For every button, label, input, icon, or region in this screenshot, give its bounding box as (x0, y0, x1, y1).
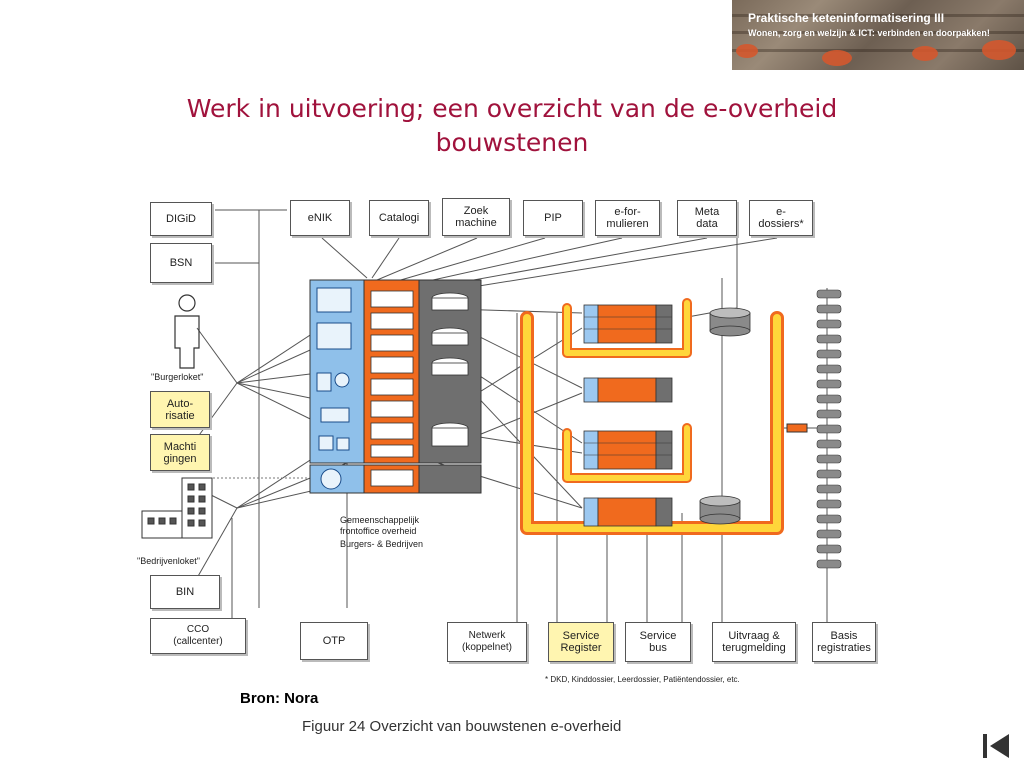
figure-caption: Figuur 24 Overzicht van bouwstenen e-ove… (302, 718, 622, 735)
box-cco: CCO (callcenter) (150, 618, 246, 654)
label-frontoffice-sub: Burgers- & Bedrijven (340, 539, 424, 549)
box-pip: PIP (523, 200, 583, 236)
citizen-icon (174, 294, 200, 369)
box-service-bus: Service bus (625, 622, 691, 662)
source-label: Bron: Nora (240, 690, 319, 707)
box-zoekmachine: Zoek machine (442, 198, 510, 236)
box-netwerk: Netwerk (koppelnet) (447, 622, 527, 662)
box-machtigingen: Machti gingen (150, 434, 210, 471)
label-burgerloket: "Burgerloket" (151, 372, 204, 382)
box-uitvraag: Uitvraag & terugmelding (712, 622, 796, 662)
box-metadata: Meta data (677, 200, 737, 236)
box-basisregistraties: Basis registraties (812, 622, 876, 662)
box-catalogi: Catalogi (369, 200, 429, 236)
box-edossiers: e- dossiers* (749, 200, 813, 236)
slide-title: Werk in uitvoering; een overzicht van de… (186, 94, 838, 157)
box-otp: OTP (300, 622, 368, 660)
banner-title: Praktische keteninformatisering III (748, 11, 945, 25)
skip-to-start-icon (983, 734, 1009, 758)
box-digid: DIGiD (150, 202, 212, 236)
diagram-lines (141, 209, 842, 630)
label-frontoffice: Gemeenschappelijk frontoffice overheid (340, 515, 420, 536)
nav-first-slide-button[interactable] (982, 733, 1012, 759)
label-footnote: * DKD, Kinddossier, Leerdossier, Patiënt… (545, 675, 740, 684)
box-service-register: Service Register (548, 622, 614, 662)
label-bedrijvenloket: "Bedrijvenloket" (137, 556, 200, 566)
banner-subtitle: Wonen, zorg en welzijn & ICT: verbinden … (748, 28, 990, 38)
header-banner: Praktische keteninformatisering III Wone… (732, 0, 1024, 70)
box-enik: eNIK (290, 200, 350, 236)
box-autorisatie: Auto- risatie (150, 391, 210, 428)
box-bin: BIN (150, 575, 220, 609)
business-building-icon (141, 477, 213, 539)
box-eformulieren: e-for- mulieren (595, 200, 660, 236)
architecture-diagram: eNIK Catalogi Zoek machine PIP e-for- mu… (137, 188, 887, 696)
box-bsn: BSN (150, 243, 212, 283)
